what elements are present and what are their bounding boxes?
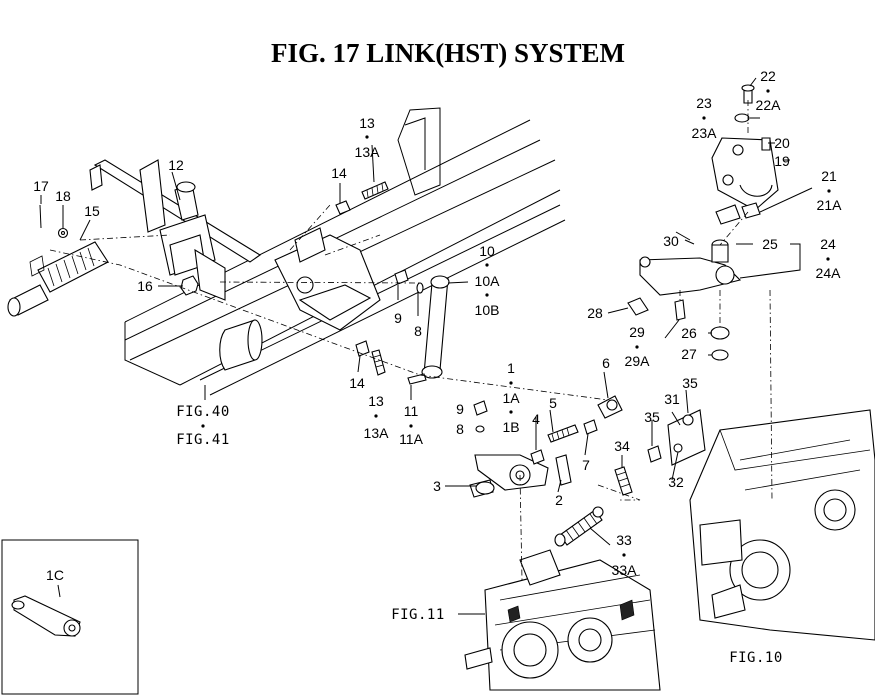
part-8-9-lower — [473, 400, 488, 433]
callout-labels: 12 17 18 15 16 13 13A 14 10 10A 10B 9 8 … — [33, 68, 842, 583]
page-title: FIG. 17 LINK(HST) SYSTEM — [271, 38, 625, 68]
callout-21a: 21A — [817, 197, 843, 213]
callout-7: 7 — [582, 457, 590, 473]
callout-22a: 22A — [756, 97, 782, 113]
hst-transmission-unit — [464, 549, 661, 691]
ref-fig40: FIG.40 — [176, 404, 230, 420]
callout-32: 32 — [668, 474, 684, 490]
part-19-plate — [711, 137, 779, 211]
callout-1a: 1A — [502, 390, 520, 406]
part-16-nut — [180, 275, 199, 296]
callout-28: 28 — [587, 305, 603, 321]
part-10-link-rod — [421, 275, 450, 379]
callout-13a-low: 13A — [364, 425, 390, 441]
callout-23a: 23A — [692, 125, 718, 141]
callout-20: 20 — [774, 135, 790, 151]
callout-14-low: 14 — [349, 375, 365, 391]
callout-10b: 10B — [475, 302, 500, 318]
leader-lines — [40, 77, 813, 615]
callout-26: 26 — [681, 325, 697, 341]
figure-references: FIG.40 FIG.41 FIG.11 FIG.10 — [176, 404, 783, 666]
frame-rails — [124, 107, 566, 396]
parts-17-18 — [39, 204, 69, 239]
callout-8-mid: 8 — [414, 323, 422, 339]
callout-27: 27 — [681, 346, 697, 362]
part-13-14-lower — [355, 340, 386, 376]
callout-22: 22 — [760, 68, 776, 84]
callout-18: 18 — [55, 188, 71, 204]
callout-29: 29 — [629, 324, 645, 340]
part-8-9-middle — [394, 269, 424, 294]
callout-3: 3 — [433, 478, 441, 494]
callout-24a: 24A — [816, 265, 842, 281]
callout-1: 1 — [507, 360, 515, 376]
callout-31: 31 — [664, 391, 680, 407]
callout-10: 10 — [479, 243, 495, 259]
callout-19: 19 — [774, 153, 790, 169]
callout-8-low: 8 — [456, 421, 464, 437]
callout-13-low: 13 — [368, 393, 384, 409]
part-21-nut — [715, 202, 761, 225]
inset-1c — [1, 539, 139, 695]
part-3-ball-joint — [475, 481, 495, 495]
parts-31-32-35-bracket — [647, 409, 706, 466]
part-13-14-upper — [335, 181, 389, 215]
part-24-lever — [639, 239, 742, 296]
callout-23: 23 — [696, 95, 712, 111]
part-34-bolt — [614, 466, 633, 496]
part-33-spring — [554, 506, 604, 547]
callout-6: 6 — [602, 355, 610, 371]
callout-1b: 1B — [502, 419, 519, 435]
callout-13-top: 13 — [359, 115, 375, 131]
callout-33a: 33A — [612, 562, 638, 578]
callout-14-top: 14 — [331, 165, 347, 181]
callout-16: 16 — [137, 278, 153, 294]
callout-30: 30 — [663, 233, 679, 249]
callout-2: 2 — [555, 492, 563, 508]
ref-fig11: FIG.11 — [391, 607, 445, 623]
parts-20-23 — [734, 84, 771, 151]
callout-24: 24 — [820, 236, 836, 252]
callout-11a: 11A — [399, 431, 424, 447]
callout-17: 17 — [33, 178, 49, 194]
callout-10a: 10A — [475, 273, 501, 289]
callout-35-right: 35 — [682, 375, 698, 391]
callout-1c: 1C — [46, 567, 64, 583]
part-12-lever-shaft — [89, 159, 262, 301]
parts-2-4-5-6-7 — [530, 395, 623, 486]
callout-12: 12 — [168, 157, 184, 173]
callout-9-mid: 9 — [394, 310, 402, 326]
callout-25: 25 — [762, 236, 778, 252]
center-lines — [49, 100, 773, 581]
ref-fig41: FIG.41 — [176, 432, 230, 448]
callout-33: 33 — [616, 532, 632, 548]
part-15-spring-rod — [7, 241, 109, 317]
callout-11: 11 — [404, 403, 419, 419]
callout-34: 34 — [614, 438, 630, 454]
callout-15: 15 — [84, 203, 100, 219]
callout-5: 5 — [549, 395, 557, 411]
callout-21: 21 — [821, 168, 837, 184]
transmission-case — [689, 409, 875, 641]
callout-35-left: 35 — [644, 409, 660, 425]
callout-9-low: 9 — [456, 401, 464, 417]
callout-4: 4 — [532, 411, 540, 427]
ref-fig10: FIG.10 — [729, 650, 783, 666]
callout-29a: 29A — [625, 353, 651, 369]
part-11-pin — [407, 373, 427, 385]
callout-13a-top: 13A — [355, 144, 381, 160]
